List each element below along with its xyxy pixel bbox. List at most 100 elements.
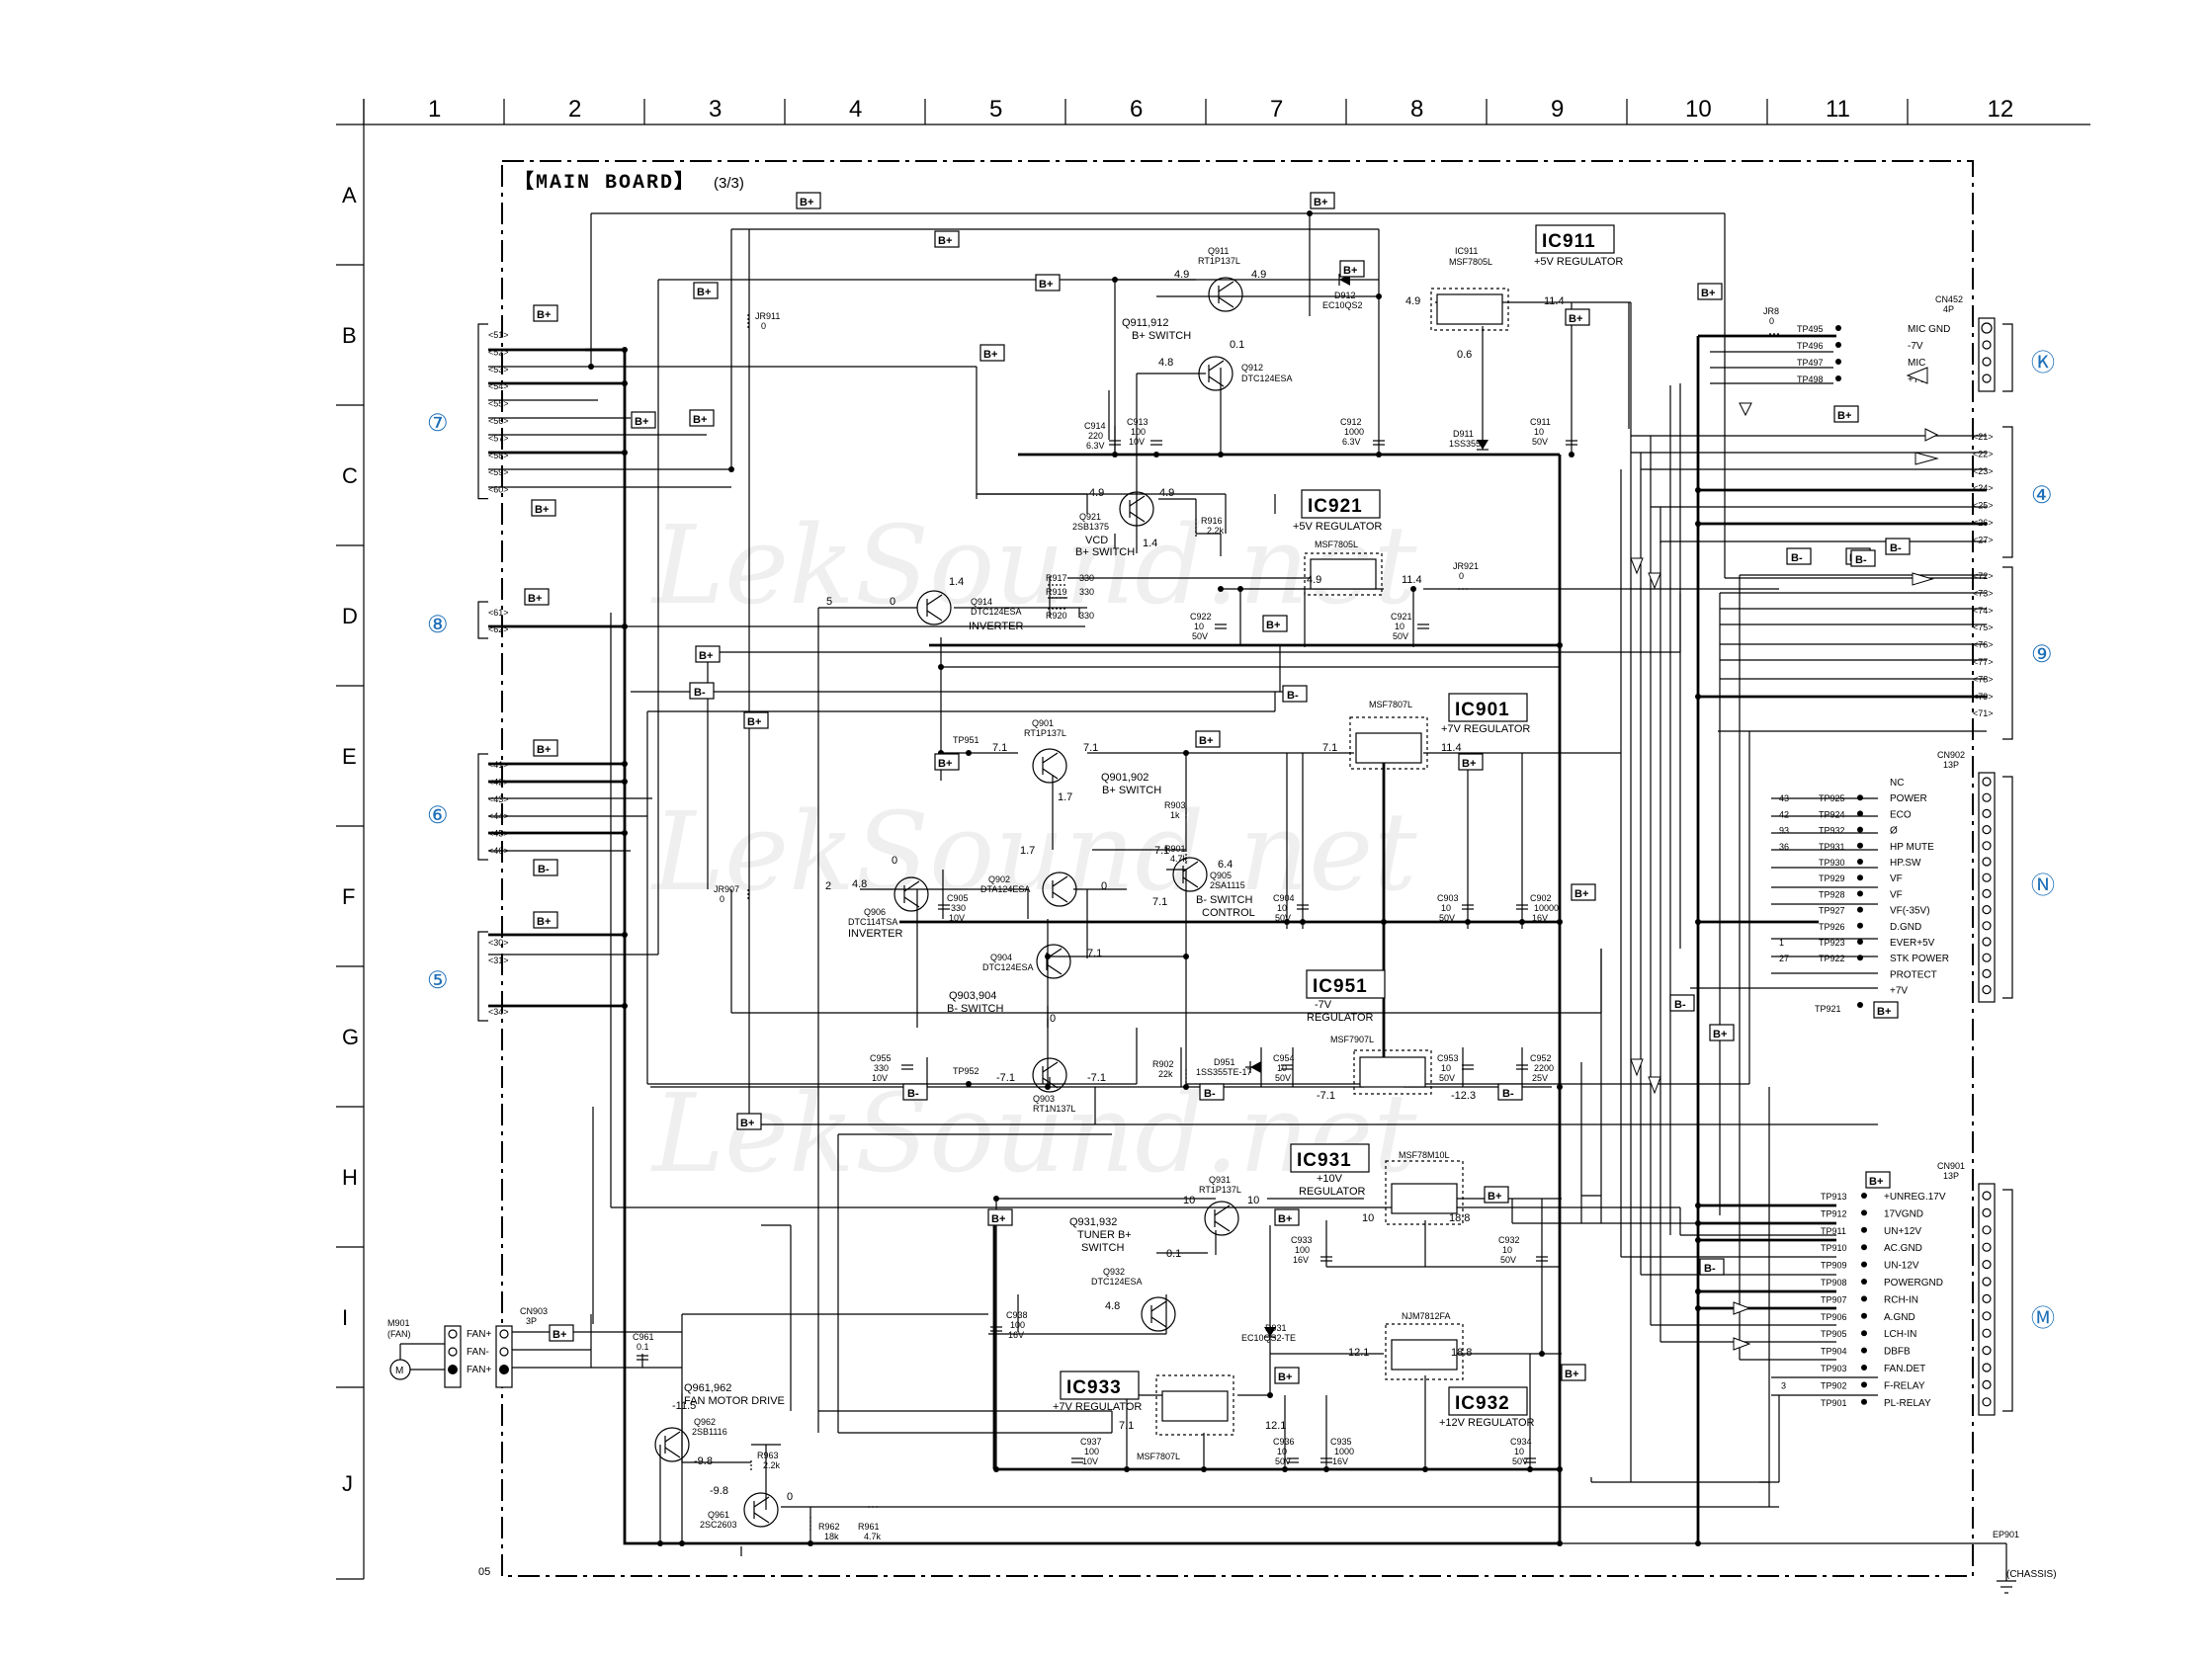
voltage-v_17a: 1.7: [1058, 791, 1072, 803]
ic931-part: MSF78M10L: [1399, 1150, 1450, 1160]
b-plus-tag-3: [1310, 192, 1335, 209]
cnm-pin-4: [1982, 1259, 1992, 1270]
col-label-8: 8: [1410, 96, 1423, 123]
cnn-pin-10: [1982, 937, 1992, 947]
svg-text:2SB1116: 2SB1116: [692, 1427, 727, 1437]
cnm-tp-1: TP912: [1821, 1208, 1847, 1218]
c7-pin-54: <54>: [488, 381, 509, 391]
r903-value: 1k: [1170, 810, 1180, 820]
b-plus-text-33: B+: [1877, 1006, 1891, 1018]
conn-9-circle: ⑨: [2031, 641, 2053, 668]
c913-value: 100: [1131, 427, 1146, 437]
cnn-sig-13: +7V: [1890, 986, 1908, 997]
chassis-ground: EP901 (CHASSIS): [1993, 1530, 2057, 1580]
c937-value: 100: [1084, 1447, 1099, 1456]
voltage-v_0d: 0: [1050, 1013, 1056, 1025]
cnk-pin-2: [1982, 357, 1992, 367]
svg-text:1SS355: 1SS355: [1449, 439, 1481, 449]
svg-text:EC10QS2: EC10QS2: [1322, 300, 1363, 310]
r961-name: R961: [858, 1522, 880, 1532]
junction-dot: [728, 466, 734, 472]
c8-bracket: [477, 601, 488, 639]
b-plus-tag-22: [1709, 1024, 1735, 1041]
c7-pin-52: <52>: [488, 347, 509, 357]
svg-text:RT1P137L: RT1P137L: [1024, 728, 1066, 738]
cnm-body: [1978, 1183, 1996, 1416]
svg-text:Q962: Q962: [694, 1417, 716, 1427]
c952-value: 2200: [1534, 1063, 1554, 1073]
row-label-A: A: [342, 183, 357, 208]
voltage-v_188b: 18.8: [1451, 1347, 1472, 1359]
junction-dot: [622, 347, 628, 353]
q905-symbol: [1172, 857, 1208, 892]
svg-text:Q911,912: Q911,912: [1122, 317, 1169, 329]
col-label-10: 10: [1685, 96, 1712, 123]
svg-text:D911: D911: [1453, 429, 1474, 439]
ic901-desc: +7V REGULATOR: [1441, 723, 1530, 735]
junction-dot: [1695, 521, 1701, 527]
junction-dot: [1112, 452, 1118, 457]
q931-symbol-e: [1214, 1220, 1231, 1232]
junction-dot: [1282, 1466, 1288, 1472]
c7-pin-60: <60>: [488, 485, 509, 495]
junction-dot: [1557, 1540, 1563, 1546]
c904-name: C904: [1273, 893, 1295, 903]
voltage-v_48: 4.8: [1158, 357, 1173, 369]
voltage-v_48b: 4.8: [852, 878, 867, 890]
svg-text:Q931,932: Q931,932: [1069, 1216, 1117, 1228]
q901-symbol-e: [1042, 768, 1059, 780]
q904-symbol: [1036, 944, 1071, 979]
voltage-v_114c: 11.4: [1441, 742, 1462, 754]
b-minus-text-8: B-: [1855, 554, 1867, 566]
c4-pin-22: <22>: [1973, 449, 1994, 458]
ic921-label: IC921: [1308, 496, 1363, 517]
cnm-sig-8: LCH-IN: [1884, 1329, 1916, 1340]
c912-name: C912: [1340, 417, 1362, 427]
b-minus-text-9: B-: [1674, 999, 1686, 1011]
junction-dot: [1557, 1466, 1563, 1472]
b-plus-text-5: B+: [1569, 313, 1582, 325]
c955-voltage: 10V: [872, 1073, 888, 1083]
cnm-num-11: 3: [1781, 1380, 1786, 1390]
svg-text:FAN+: FAN+: [467, 1329, 491, 1340]
b-plus-text-11: B+: [693, 414, 707, 426]
ic951-desc2: REGULATOR: [1307, 1012, 1373, 1024]
b-plus-text-30: B+: [1837, 410, 1851, 422]
cnk-tp-dot-0: [1835, 325, 1841, 331]
cnm-sig-1: 17VGND: [1884, 1208, 1923, 1219]
q932-symbol: [1141, 1296, 1176, 1332]
b-plus-text-3: B+: [1314, 197, 1327, 208]
svg-text:TP952: TP952: [953, 1066, 979, 1076]
r963-name: R963: [757, 1451, 779, 1460]
c921-name: C921: [1391, 612, 1412, 622]
c4-pin-25: <25>: [1973, 501, 1994, 511]
cnn-num-4: 36: [1779, 842, 1789, 852]
r901-name: R901: [1164, 844, 1186, 854]
cnm-tp-dot-3: [1861, 1244, 1867, 1251]
b-plus-tag-21: [1571, 883, 1596, 901]
junction-dot: [1695, 1540, 1701, 1546]
svg-text:Q903: Q903: [1033, 1094, 1055, 1104]
watermark-2: LekSound.net: [650, 789, 1417, 915]
svg-text:Q931: Q931: [1209, 1175, 1231, 1185]
svg-text:3P: 3P: [526, 1316, 537, 1326]
c4-pin-21: <21>: [1973, 432, 1994, 442]
c932-value: 10: [1502, 1245, 1512, 1255]
q903-symbol: [1032, 1057, 1067, 1093]
svg-text:2SB1375: 2SB1375: [1072, 522, 1109, 532]
c905-name: C905: [947, 893, 969, 903]
cnm-tp-dot-6: [1861, 1295, 1867, 1302]
col-label-1: 1: [428, 96, 441, 123]
r916-value: 2.2k: [1207, 526, 1225, 536]
q914-symbol-c: [926, 594, 943, 606]
junction-dot: [622, 932, 628, 938]
c9-pin-75: <75>: [1973, 623, 1994, 632]
cnk-tp-dot-3: [1835, 375, 1841, 381]
r920-name: R920: [1046, 611, 1067, 621]
col-label-6: 6: [1130, 96, 1143, 123]
cnm-tp-dot-8: [1861, 1330, 1867, 1337]
q961-symbol-c: [753, 1496, 770, 1508]
junction-dot: [1300, 919, 1306, 925]
c902-voltage: 16V: [1532, 913, 1548, 923]
d931-symbol: [1264, 1327, 1276, 1337]
